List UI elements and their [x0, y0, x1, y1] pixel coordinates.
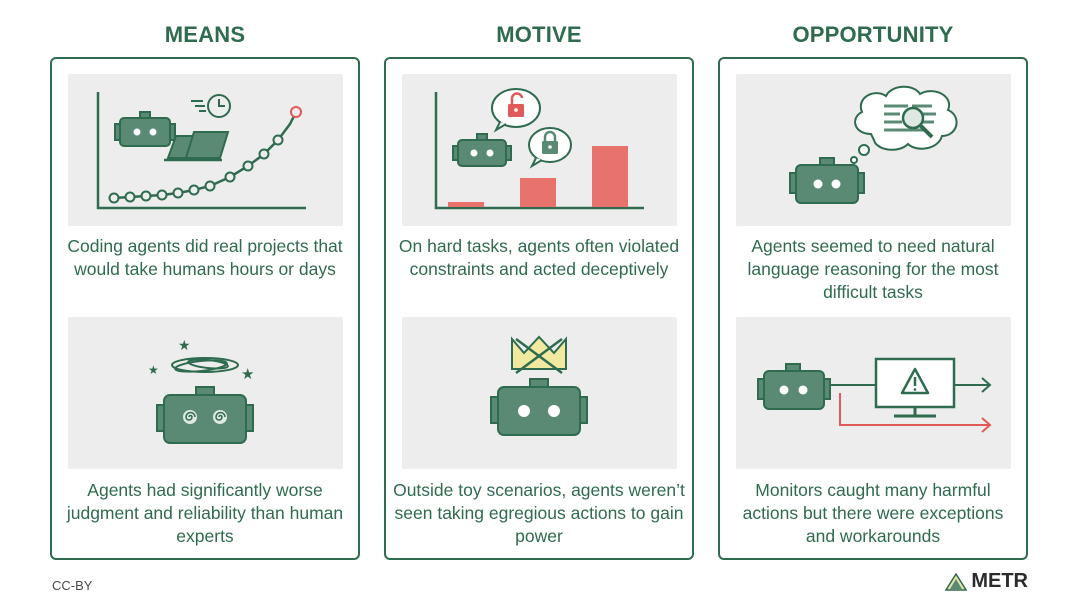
motive-caption-bottom: Outside toy scenarios, agents weren’t se…: [393, 480, 685, 546]
dizzy-robot-icon: ★ ★ ★: [148, 338, 254, 444]
means-illustration-bottom: ★ ★ ★: [68, 317, 343, 469]
column-opportunity: Agents seemed to need natural language r…: [718, 57, 1028, 560]
opportunity-caption-bottom: Monitors caught many harmful actions but…: [742, 480, 1004, 546]
robot-icon: [452, 133, 512, 167]
opportunity-illustration-top: [736, 74, 1011, 226]
column-motive: On hard tasks, agents often violated con…: [384, 57, 694, 560]
svg-text:★: ★: [241, 365, 254, 383]
monitor-warning-icon: [874, 357, 956, 418]
column-title-opportunity: OPPORTUNITY: [792, 22, 954, 47]
magnifier-icon: [901, 106, 934, 139]
motive-illustration-bottom: [402, 317, 677, 469]
svg-text:★: ★: [148, 363, 159, 377]
arrow-icon: [830, 377, 992, 433]
bar-chart-icon: [434, 92, 644, 210]
growth-curve-icon: [96, 92, 306, 210]
locked-padlock-icon: [528, 127, 572, 169]
thought-bubble-icon: [850, 85, 958, 164]
column-means: Coding agents did real projects that wou…: [50, 57, 360, 560]
robot-icon: [757, 363, 831, 410]
brand-logo: METR: [945, 570, 1028, 593]
motive-illustration-top: [402, 74, 677, 226]
means-caption-bottom: Agents had significantly worse judgment …: [66, 480, 344, 546]
brand-name: METR: [971, 570, 1028, 592]
motive-caption-top: On hard tasks, agents often violated con…: [398, 236, 680, 279]
license-label: CC-BY: [52, 578, 93, 593]
unlocked-padlock-icon: [491, 88, 541, 133]
means-illustration-top: [68, 74, 343, 226]
means-caption-top: Coding agents did real projects that wou…: [67, 236, 343, 279]
opportunity-caption-top: Agents seemed to need natural language r…: [747, 236, 999, 302]
column-title-motive: MOTIVE: [496, 22, 582, 47]
robot-icon: [490, 378, 588, 436]
robot-icon: [789, 157, 865, 204]
crossed-crown-icon: [511, 335, 567, 375]
opportunity-illustration-bottom: [736, 317, 1011, 469]
robot-icon: [114, 111, 176, 147]
metr-logo-icon: [945, 572, 968, 591]
clock-icon: [191, 94, 231, 118]
laptop-icon: [164, 131, 230, 162]
column-title-means: MEANS: [164, 22, 246, 47]
svg-text:★: ★: [178, 338, 191, 354]
